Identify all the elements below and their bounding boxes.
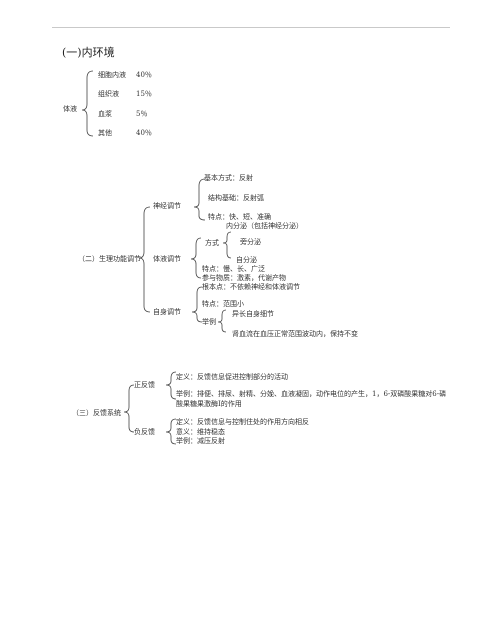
positive-feedback-definition: 定义：反馈信息促进控制部分的活动 [176, 373, 288, 381]
section-title-internal-environment: (一)内环境 [62, 46, 115, 59]
neural-features: 特点：快、短、准确 [208, 213, 271, 221]
plasma-label: 血浆 [98, 110, 112, 118]
interstitial-fluid-label: 组织液 [98, 90, 119, 98]
humoral-paracrine: 旁分泌 [240, 238, 261, 246]
negative-feedback-meaning: 意义：维持稳态 [176, 428, 225, 436]
neural-regulation-label: 神经调节 [153, 202, 181, 210]
feedback-system-label: （三）反馈系统 [72, 409, 121, 417]
header-rule [52, 27, 450, 28]
negative-feedback-example: 举例：减压反射 [176, 437, 225, 445]
humoral-participants: 参与物质：激素，代谢产物 [202, 274, 286, 282]
plasma-value: 5％ [136, 110, 148, 118]
physiological-regulation-label: （二）生理功能调节 [78, 255, 141, 263]
neural-basic-mode: 基本方式：反射 [204, 174, 253, 182]
auto-example-length: 异长自身细节 [232, 310, 274, 318]
intracellular-fluid-label: 细胞内液 [98, 71, 126, 79]
auto-example-renal-blood-flow: 肾血流在血压正常范围波动内，保持不变 [232, 330, 358, 338]
other-fluid-label: 其他 [98, 129, 112, 137]
body-fluid-label: 体液 [63, 105, 77, 113]
interstitial-fluid-value: 15％ [136, 90, 152, 98]
other-fluid-value: 40％ [136, 129, 152, 137]
positive-feedback-example-line2: 酸果糖果激酶Ⅰ的作用 [176, 400, 242, 408]
negative-feedback-label: 负反馈 [134, 428, 155, 436]
auto-basic-point: 根本点：不依赖神经和体液调节 [202, 283, 300, 291]
humoral-features: 特点：慢、长、广泛 [202, 265, 265, 273]
humoral-regulation-label: 体液调节 [153, 255, 181, 263]
negative-feedback-definition: 定义：反馈信息与控制住处的作用方向相反 [176, 418, 309, 426]
auto-regulation-label: 自身调节 [153, 308, 181, 316]
humoral-mode-label: 方式 [205, 239, 219, 247]
neural-structural-basis: 结构基础：反射弧 [208, 194, 264, 202]
auto-features: 特点：范围小 [202, 300, 244, 308]
positive-feedback-label: 正反馈 [134, 381, 155, 389]
positive-feedback-example-line1: 举例：排便、排尿、射精、分娩、血液凝固，动作电位的产生，1，6-双磷酸果糖对6-… [176, 390, 447, 398]
humoral-autocrine: 自分泌 [236, 256, 257, 264]
humoral-endocrine: 内分泌（包括神经分泌） [226, 222, 303, 230]
auto-example-label: 举例 [202, 318, 216, 326]
intracellular-fluid-value: 40％ [136, 71, 152, 79]
